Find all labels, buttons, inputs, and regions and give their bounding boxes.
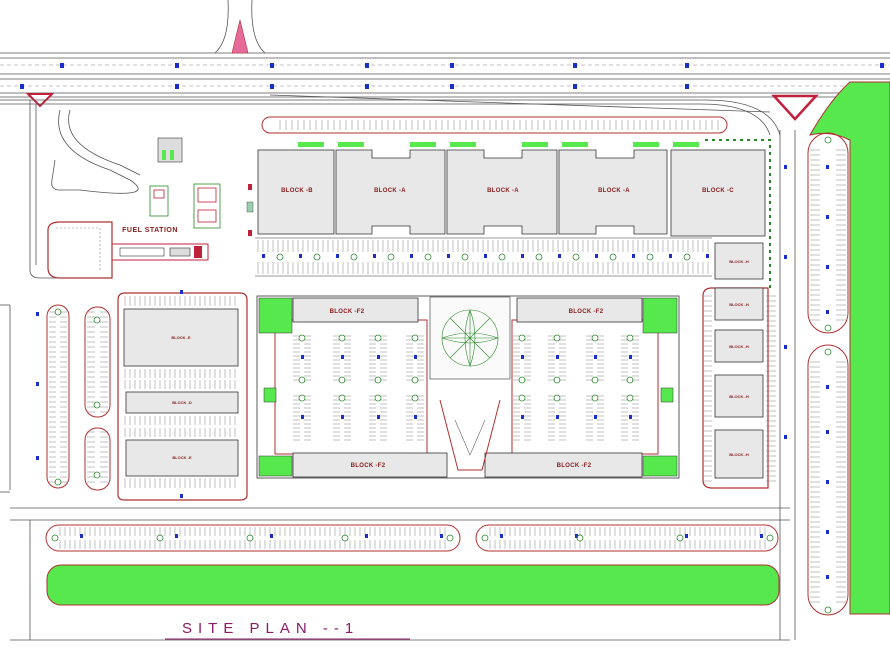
fuel-station-label: FUEL STATION [122,227,178,234]
bottom-parking [45,524,779,552]
parking-row-top [255,237,728,277]
block-h-label-3: BLOCK -H [729,344,749,349]
block-b-label: BLOCK -B [281,188,313,194]
block-h-label-1: BLOCK -H [729,259,749,264]
block-h-label-2: BLOCK -H [729,302,749,307]
central-complex: BLOCK -F2 BLOCK -F2 BLOCK -F2 BLOCK -F2 [256,295,680,479]
block-h-label-4: BLOCK -H [729,394,749,399]
block-f2-label-2: BLOCK -F2 [569,309,604,315]
block-e-label-1: BLOCK -E [171,335,191,340]
block-f2-label-4: BLOCK -F2 [557,463,592,469]
highway-light-posts [20,63,884,89]
yield-sign-right [771,94,819,121]
block-a-label-1: BLOCK -A [374,188,406,194]
left-parking-islands [36,304,111,491]
left-blocks: BLOCK -E BLOCK -D BLOCK -E [117,290,248,501]
block-f2-label-3: BLOCK -F2 [351,463,386,469]
block-a-label-3: BLOCK -A [598,188,630,194]
block-a-label-2: BLOCK -A [487,188,519,194]
top-blocks: BLOCK -B BLOCK -A BLOCK -A BLOCK -A BLOC… [257,139,771,290]
traffic-island-top [231,19,249,54]
service-roads [0,94,796,641]
fuel-station: FUEL STATION [47,137,254,279]
top-parking-strip [261,116,728,147]
block-f2-label-1: BLOCK -F2 [330,309,365,315]
grass-south [46,564,780,606]
block-h-label-5: BLOCK -H [729,452,749,457]
drawing-title: SITE PLAN --1 [182,620,359,637]
right-blocks: BLOCK -H BLOCK -H BLOCK -H BLOCK -H BLOC… [702,242,769,489]
block-d-label: BLOCK -D [172,400,192,405]
block-c-label: BLOCK -C [702,188,734,194]
main-highway [0,0,890,98]
right-parking-islands [704,132,849,616]
grass-east [808,81,890,615]
block-e-label-2: BLOCK -E [172,455,192,460]
